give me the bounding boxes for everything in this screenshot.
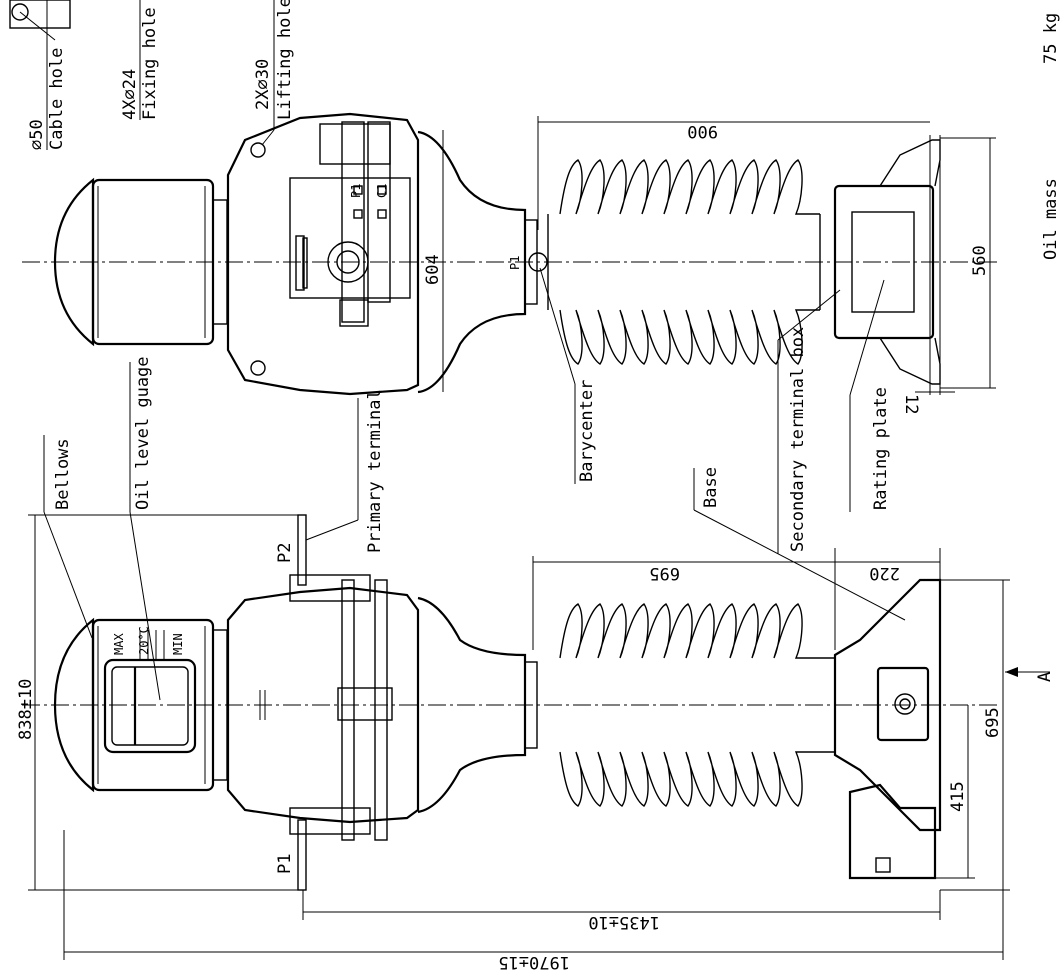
dim-838: 838±10 — [16, 679, 36, 740]
oil-level-gauge: MAX 20°C MIN — [103, 626, 197, 754]
top-head-housing — [226, 112, 420, 396]
dim-560: 560 — [970, 245, 990, 276]
side-head-housing — [226, 586, 420, 824]
dim-900: 900 — [687, 121, 718, 141]
lifting-hole-size: 2X⌀30 — [253, 59, 273, 110]
primary-terminal-p1 — [297, 819, 307, 891]
dim-415: 415 — [948, 781, 968, 812]
top-bellows-dome — [53, 177, 95, 347]
side-insulator — [559, 603, 835, 807]
barycenter-label: Barycenter — [577, 380, 597, 482]
dim-1970: 1970±15 — [498, 952, 570, 972]
top-rating-plate — [851, 211, 915, 313]
terminal-p1-label: P1 — [275, 854, 295, 874]
lifting-hole-upper — [250, 142, 266, 158]
cable-hole-label: Cable hole — [47, 48, 67, 150]
side-base — [833, 578, 942, 880]
oil-level-guage-label: Oil level guage — [133, 356, 153, 510]
top-view: P1 C1 P1 — [22, 112, 1000, 396]
fixing-hole-size: 4X⌀24 — [120, 69, 140, 120]
bellows-label: Bellows — [53, 438, 73, 510]
fixing-hole-label: Fixing hole — [140, 7, 160, 120]
oil-mass-label: Oil mass — [1041, 178, 1061, 260]
cable-hole-size: ⌀50 — [27, 119, 47, 150]
oil-mass-value: 75 kg — [1041, 13, 1061, 64]
lifting-hole-label: Lifting hole — [275, 0, 295, 120]
barycenter-p1-label: P1 — [508, 256, 522, 270]
callouts: ⌀50 Cable hole 4X⌀24 Fixing hole 2X⌀30 L… — [9, 0, 1061, 701]
side-bellows-dome — [53, 617, 95, 793]
dim-1435: 1435±10 — [588, 912, 660, 932]
dim-695-right: 695 — [983, 707, 1003, 738]
gauge-20c-label: 20°C — [137, 626, 151, 655]
side-terminal-box — [848, 783, 937, 880]
dimension-lines: 900 604 560 12 695 220 695 415 838±10 — [16, 116, 1010, 972]
primary-terminal-p2 — [297, 514, 307, 586]
dim-12: 12 — [901, 394, 921, 414]
gauge-max-label: MAX — [112, 633, 126, 655]
secondary-terminal-box-label: Secondary terminal box — [788, 327, 808, 552]
dim-604: 604 — [423, 254, 443, 285]
dim-695-top: 695 — [649, 563, 680, 583]
terminal-p2-label: P2 — [275, 543, 295, 563]
top-terminal-box — [833, 184, 935, 340]
primary-terminal-label: Primary terminal — [365, 389, 385, 553]
dim-220: 220 — [869, 563, 900, 583]
view-a-label: A — [1035, 672, 1055, 682]
base-label: Base — [701, 467, 721, 508]
side-view: MAX 20°C MIN P2 P1 — [22, 514, 1000, 891]
gauge-min-label: MIN — [171, 633, 185, 655]
terminal-c1-label: C1 — [375, 184, 389, 198]
rating-plate-label: Rating plate — [871, 387, 891, 510]
lifting-hole-lower — [250, 360, 266, 376]
barycenter-mark-top — [528, 252, 548, 272]
terminal-p1-top-label: P1 — [349, 184, 363, 198]
